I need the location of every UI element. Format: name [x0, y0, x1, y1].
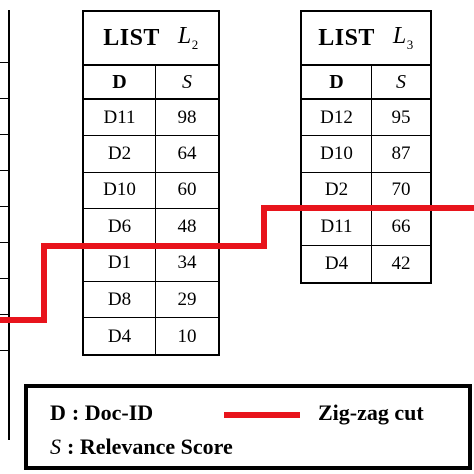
legend-cut-label: Zig-zag cut [318, 400, 424, 425]
list-l3-header: LIST L3 [302, 12, 430, 66]
score-cell: 48 [177, 215, 197, 237]
doc-id-cell: D1 [84, 245, 156, 281]
partial-row-divider [0, 350, 8, 351]
legend-score-key: S [50, 434, 61, 459]
doc-id-cell: D4 [302, 245, 372, 282]
list-l3-subscript: 3 [406, 36, 414, 52]
score-cell: 64 [177, 143, 197, 165]
legend-box: D : Doc-ID Zig-zag cut S : Relevance Sco… [24, 384, 472, 470]
doc-id-cell: D6 [84, 209, 156, 245]
legend-doc-text: : Doc-ID [71, 400, 154, 425]
table-row: D11 66 [302, 209, 430, 246]
legend-relevance-score: S : Relevance Score [50, 434, 233, 460]
table-row: D4 10 [84, 318, 218, 355]
table-row: D1 34 [84, 245, 218, 282]
doc-id-cell: D2 [84, 136, 156, 172]
legend-doc-key: D [50, 400, 66, 425]
doc-id-cell: D10 [84, 172, 156, 209]
score-cell: 42 [391, 252, 411, 274]
score-cell: 87 [391, 143, 411, 165]
doc-id-cell: D12 [302, 100, 372, 136]
doc-id-cell: D11 [302, 209, 372, 245]
score-cell: 29 [177, 288, 197, 310]
score-cell: 66 [391, 215, 411, 237]
list-l3-symbol: L3 [393, 23, 414, 53]
list-l2-column-header: D S [84, 66, 218, 100]
table-row: D6 48 [84, 209, 218, 246]
legend-cut-swatch [224, 412, 300, 418]
doc-id-cell: D8 [84, 281, 156, 318]
partial-row-divider [0, 242, 8, 243]
list-l3-col-score: S [396, 70, 406, 93]
table-row: D4 42 [302, 245, 430, 282]
legend-doc-id: D : Doc-ID [50, 400, 153, 426]
partial-row-divider [0, 98, 8, 99]
doc-id-cell: D10 [302, 136, 372, 172]
list-l2-symbol-letter: L [177, 23, 192, 50]
partial-row-divider [0, 206, 8, 207]
list-l3-col-doc: D [302, 66, 372, 98]
legend-score-text: : Relevance Score [67, 434, 233, 459]
list-l3-symbol-letter: L [392, 23, 407, 50]
list-l3-column-header: D S [302, 66, 430, 100]
partial-row-divider [0, 134, 8, 135]
list-l2-title: LIST [103, 24, 160, 51]
doc-id-cell: D4 [84, 318, 156, 355]
partial-row-divider [0, 62, 8, 63]
partial-row-divider [0, 314, 8, 315]
score-cell: 60 [177, 179, 197, 201]
score-cell: 95 [391, 106, 411, 128]
list-l2-header: LIST L2 [84, 12, 218, 66]
doc-id-cell: D2 [302, 172, 372, 209]
table-row: D12 95 [302, 100, 430, 137]
list-l2-col-doc: D [84, 66, 156, 98]
list-l2-symbol: L2 [178, 23, 199, 53]
table-row: D2 64 [84, 136, 218, 173]
table-row: D10 87 [302, 136, 430, 173]
partial-list-table [0, 10, 10, 440]
score-cell: 10 [177, 325, 197, 347]
list-l2-col-score: S [182, 70, 192, 93]
table-row: D8 29 [84, 281, 218, 319]
list-l2-subscript: 2 [191, 36, 199, 52]
score-cell: 34 [177, 252, 197, 274]
table-row: D2 70 [302, 172, 430, 210]
partial-row-divider [0, 170, 8, 171]
table-row: D11 98 [84, 100, 218, 137]
table-row: D10 60 [84, 172, 218, 210]
doc-id-cell: D11 [84, 100, 156, 136]
list-l3-title: LIST [318, 24, 375, 51]
partial-row-divider [0, 278, 8, 279]
score-cell: 70 [391, 179, 411, 201]
score-cell: 98 [177, 106, 197, 128]
